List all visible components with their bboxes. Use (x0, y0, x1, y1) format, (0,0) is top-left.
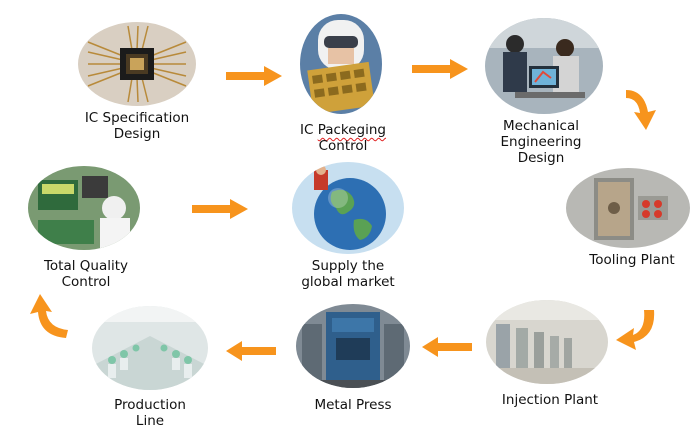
step-label: Injection Plant (501, 392, 599, 408)
curved-arrow-down-left-icon (616, 310, 655, 350)
arrow-right-icon (192, 199, 248, 219)
quality-control-photo (28, 166, 140, 250)
misspelled-word: Packeging (317, 122, 387, 138)
ic-packaging-photo (300, 14, 382, 114)
step-label: Tooling Plant (589, 252, 675, 268)
engineers-photo (485, 18, 603, 114)
tooling-mold-photo (566, 168, 690, 248)
production-line-photo (92, 306, 208, 390)
globe-photo (292, 162, 404, 254)
curved-arrow-up-icon (30, 294, 68, 338)
step-label: Metal Press (314, 397, 392, 413)
arrow-right-icon (412, 59, 468, 79)
arrow-left-icon (422, 337, 472, 357)
curved-arrow-down-icon (626, 90, 656, 130)
arrow-left-icon (226, 341, 276, 361)
injection-plant-photo (486, 300, 608, 384)
ic-chip-photo (78, 22, 196, 106)
step-label: IC Packeging Control (299, 122, 387, 154)
metal-press-photo (296, 304, 410, 388)
arrow-right-icon (226, 66, 282, 86)
